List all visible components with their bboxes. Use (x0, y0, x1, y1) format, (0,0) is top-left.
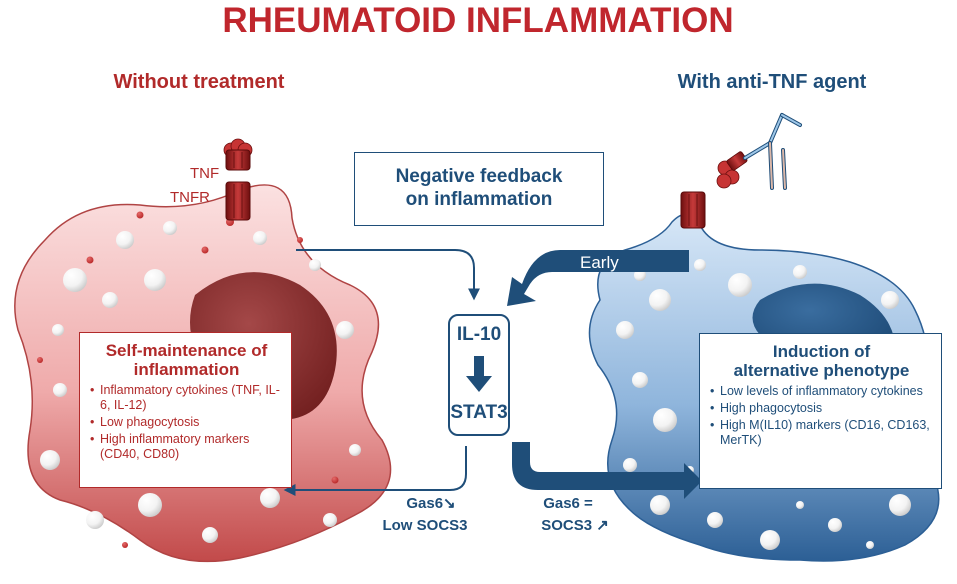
list-item: Inflammatory cytokines (TNF, IL-6, IL-12… (90, 383, 283, 413)
list-item: High M(IL10) markers (CD16, CD163, MerTK… (710, 418, 933, 448)
negative-feedback-box: Negative feedback on inflammation (354, 152, 604, 226)
right-vesicles (616, 259, 926, 550)
il10-stat3-box: IL-10 STAT3 (448, 314, 510, 436)
left-output-gas6: Gas6↘ (406, 495, 455, 512)
list-item: High phagocytosis (710, 401, 933, 416)
tnf-label: TNF (190, 165, 219, 182)
arrow-early (507, 250, 689, 306)
list-item: Low phagocytosis (90, 415, 283, 430)
negative-feedback-line1: Negative feedback (395, 166, 563, 187)
left-heading: Without treatment (114, 71, 285, 93)
right-heading: With anti-TNF agent (678, 71, 867, 93)
list-item: High inflammatory markers (CD40, CD80) (90, 432, 283, 462)
arrow-tnf-to-il10 (296, 249, 480, 301)
tnf-molecule-right (716, 151, 748, 189)
alternative-phenotype-box: Induction of alternative phenotype Low l… (699, 333, 942, 489)
self-maintenance-title-line1: Self-maintenance of (105, 341, 268, 360)
tnfr-receptor-right (680, 191, 706, 229)
alternative-phenotype-title-line1: Induction of (772, 342, 871, 361)
right-output-socs3: SOCS3 ↗ (541, 517, 609, 534)
stat3-label: STAT3 (450, 402, 508, 423)
inflammation-bullet-list: Inflammatory cytokines (TNF, IL-6, IL-12… (90, 383, 283, 462)
left-vesicles (37, 211, 361, 548)
self-maintenance-title-line2: inflammation (133, 360, 240, 379)
il10-to-stat3-arrow (466, 356, 492, 392)
early-label: Early (580, 253, 619, 272)
tnf-molecule-left (223, 138, 253, 171)
phenotype-bullet-list: Low levels of inflammatory cytokines Hig… (710, 384, 933, 448)
self-maintenance-box: Self-maintenance of inflammation Inflamm… (79, 332, 292, 488)
self-maintenance-title: Self-maintenance of inflammation (90, 341, 283, 379)
right-output-gas6: Gas6 = (543, 495, 593, 512)
tnfr-label: TNFR (170, 189, 210, 206)
alternative-phenotype-title-line2: alternative phenotype (733, 361, 910, 380)
alternative-phenotype-title: Induction of alternative phenotype (710, 342, 933, 380)
left-output-socs3: Low SOCS3 (382, 517, 467, 534)
anti-tnf-antibody (743, 113, 802, 190)
arrow-stat3-to-left-cell (283, 446, 467, 496)
arrow-stat3-to-right-cell (512, 442, 702, 499)
tnfr-receptor-left (225, 181, 251, 221)
diagram-title: RHEUMATOID INFLAMMATION (222, 1, 733, 40)
il10-label: IL-10 (456, 324, 502, 345)
list-item: Low levels of inflammatory cytokines (710, 384, 933, 399)
negative-feedback-line2: on inflammation (405, 189, 553, 210)
